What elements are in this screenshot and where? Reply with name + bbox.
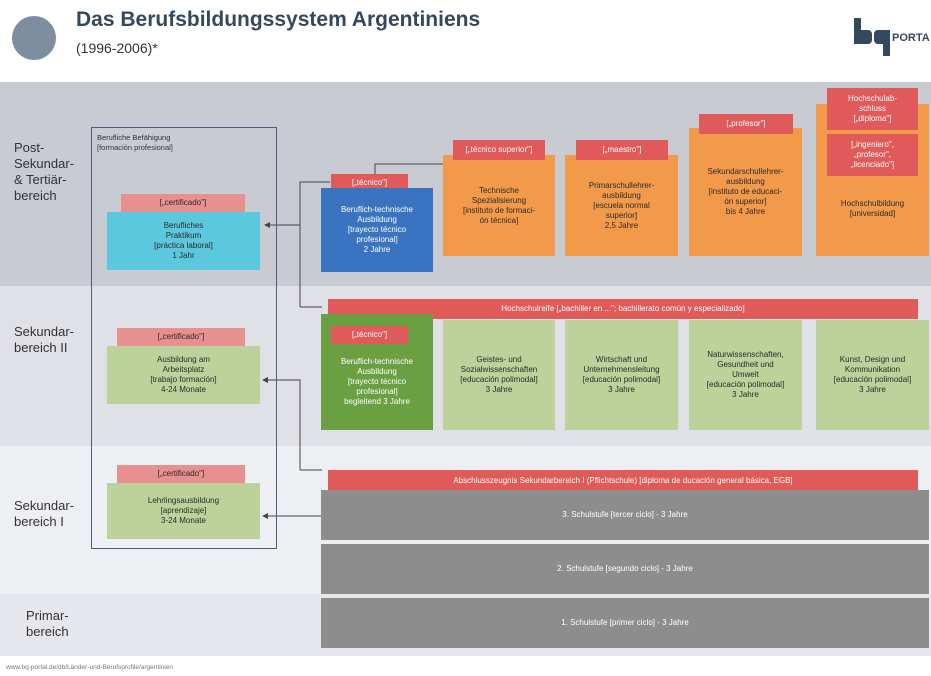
frame-label: Berufliche Befähigung [formación profesi… [97, 133, 173, 152]
band-label-post-secondary: Post- Sekundar- & Tertiär- bereich [14, 140, 74, 203]
bq-portal-logo: PORTA [852, 14, 931, 58]
school-stage-3-box: 3. Schulstufe [tercer ciclo] - 3 Jahre [321, 490, 929, 540]
page-title: Das Berufsbildungssystem Argentiniens [76, 8, 481, 31]
profesor-tag: [„profesor"] [699, 114, 793, 134]
certificate-tag-internship: [„certificado"] [121, 194, 245, 212]
technical-training-tertiary-box: Beruflich-technische Ausbildung [trayect… [321, 188, 433, 272]
certificate-tag-apprenticeship: [„certificado"] [117, 465, 245, 483]
diploma-tag: Hochschulab- schluss [„diploma"] [827, 88, 918, 130]
maestro-tag: [„maestro"] [576, 140, 668, 160]
school-stage-2-box: 2. Schulstufe [segundo ciclo] - 3 Jahre [321, 544, 929, 594]
vocational-qualification-frame [91, 127, 277, 549]
tecnico-superior-tag: [„técnico superior"] [453, 140, 545, 160]
page-subtitle: (1996-2006)* [76, 40, 158, 56]
source-url: www.bq-portal.de/db/Länder-und-Berufspro… [6, 664, 173, 671]
track-arts-box: Kunst, Design und Kommunikation [educaci… [816, 320, 929, 430]
apprenticeship-box: Lehrlingsausbildung [aprendizaje] 3-24 M… [107, 483, 260, 539]
primary-teacher-training-box: Primarschullehrer- ausbildung [escuela n… [565, 155, 678, 256]
track-humanities-box: Geistes- und Sozialwissenschaften [educa… [443, 320, 555, 430]
bookshelf-logo-icon [12, 16, 56, 60]
certificate-tag-workplace: [„certificado"] [117, 328, 245, 346]
technico-tag-tertiary: [„técnico"] [331, 174, 408, 192]
track-sciences-box: Naturwissenschaften, Gesundheit und Umwe… [689, 320, 802, 430]
school-stage-1-box: 1. Schulstufe [primer ciclo] - 3 Jahre [321, 598, 929, 648]
brand-text: PORTA [892, 32, 930, 44]
technico-tag-secondary: [„técnico"] [331, 326, 408, 344]
university-entrance-banner: Hochschulreife [„bachiller en ..."; bach… [328, 299, 918, 319]
band-label-secondary-1: Sekundar- bereich I [14, 498, 74, 529]
workplace-training-box: Ausbildung am Arbeitsplatz [trabajo form… [107, 346, 260, 404]
band-label-secondary-2: Sekundar- bereich II [14, 324, 74, 355]
secondary1-certificate-banner: Abschlusszeugnis Sekundarbereich I (Pfli… [328, 470, 918, 492]
internship-box: Berufliches Praktikum [práctica laboral]… [107, 212, 260, 270]
secondary-teacher-training-box: Sekundarschullehrer- ausbildung [institu… [689, 128, 802, 256]
technical-specialisation-box: Technische Spezialisierung [instituto de… [443, 155, 555, 256]
band-label-primary: Primar- bereich [26, 608, 69, 639]
degree-titles-tag: [„ingeniero", „profesor", „licenciado"] [827, 134, 918, 176]
track-economics-box: Wirtschaft und Unternehmensleitung [educ… [565, 320, 678, 430]
